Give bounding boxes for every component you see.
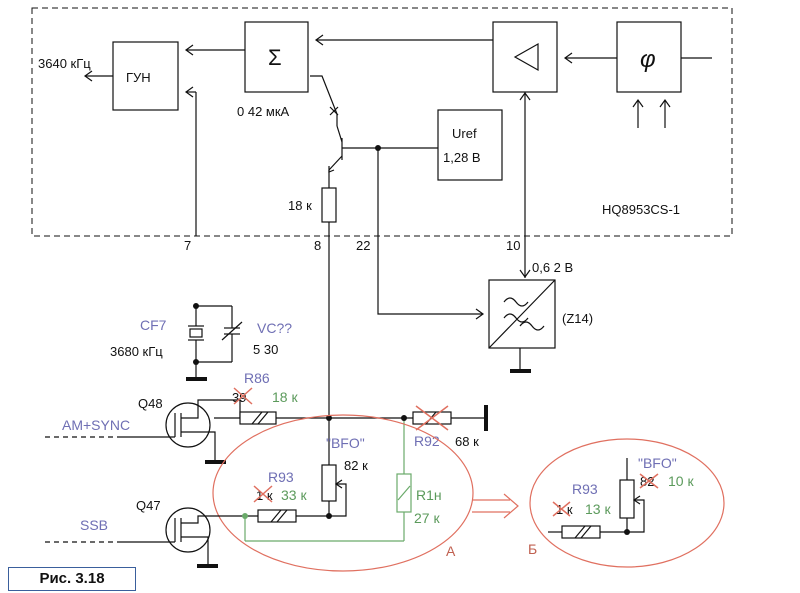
r1n-value: 27 к	[414, 510, 440, 526]
r86-new-value: 18 к	[272, 389, 298, 405]
resistor-r86	[239, 411, 277, 425]
r92-label: R92	[414, 433, 440, 449]
vco-label: ГУН	[126, 70, 151, 85]
uref-block	[437, 109, 503, 181]
pin-8: 8	[314, 238, 321, 253]
phase-label: φ	[640, 46, 656, 73]
b-r93-old: 1 к	[556, 502, 573, 517]
r18-label: 18 к	[288, 198, 312, 213]
filter-label: (Z14)	[562, 311, 593, 326]
uref-value: 1,28 В	[443, 150, 481, 165]
chip-boundary	[31, 7, 733, 237]
phase-block	[616, 21, 682, 93]
resistor-18k	[321, 187, 337, 223]
b-bfo-label: "BFO"	[638, 455, 677, 471]
b-r93-new: 13 к	[585, 501, 611, 517]
cf7-label: CF7	[140, 317, 167, 333]
transistor-q47	[165, 507, 211, 553]
b-bfo-new: 10 к	[668, 473, 694, 489]
volt-range: 0,6 2 В	[532, 260, 573, 275]
bfo-value: 82 к	[344, 458, 368, 473]
variant-a-ellipse	[212, 414, 474, 572]
current-label: 0 42 мкА	[237, 104, 290, 119]
vc-range: 5 30	[253, 342, 278, 357]
vc-label: VC??	[257, 320, 292, 336]
r93-label: R93	[268, 469, 294, 485]
variant-a-label: А	[446, 543, 456, 559]
pin-10: 10	[506, 238, 520, 253]
freq-out-label: 3640 кГц	[38, 56, 91, 71]
r86-old-value: 39	[232, 390, 246, 405]
vco-block	[112, 41, 179, 111]
q48-label: Q48	[138, 396, 163, 411]
ssb-label: SSB	[80, 517, 108, 533]
potentiometer-bfo	[321, 464, 337, 502]
am-sync-label: AM+SYNC	[62, 417, 130, 433]
pin-7: 7	[184, 238, 191, 253]
variant-b-ellipse	[529, 438, 725, 568]
variant-b-label: Б	[528, 541, 537, 557]
b-potentiometer-bfo	[619, 479, 635, 519]
resistor-r93	[257, 509, 297, 523]
transistor-q48	[165, 402, 211, 448]
q47-label: Q47	[136, 498, 161, 513]
cf7-freq: 3680 кГц	[110, 344, 163, 359]
bfo-label: "BFO"	[326, 435, 365, 451]
figure-caption: Рис. 3.18	[8, 567, 136, 591]
sum-label: Σ	[268, 45, 282, 70]
r92-value: 68 к	[455, 434, 479, 449]
r93-new-value: 33 к	[281, 487, 307, 503]
r1n-label: R1н	[416, 487, 442, 503]
pin-22: 22	[356, 238, 370, 253]
sum-block	[244, 21, 309, 93]
uref-title: Uref	[452, 126, 477, 141]
b-resistor-r93	[561, 525, 601, 539]
b-r93-label: R93	[572, 481, 598, 497]
crystal-cf7	[189, 328, 203, 338]
amp-block	[492, 21, 558, 93]
r86-label: R86	[244, 370, 270, 386]
chip-name: HQ8953CS-1	[602, 202, 680, 217]
